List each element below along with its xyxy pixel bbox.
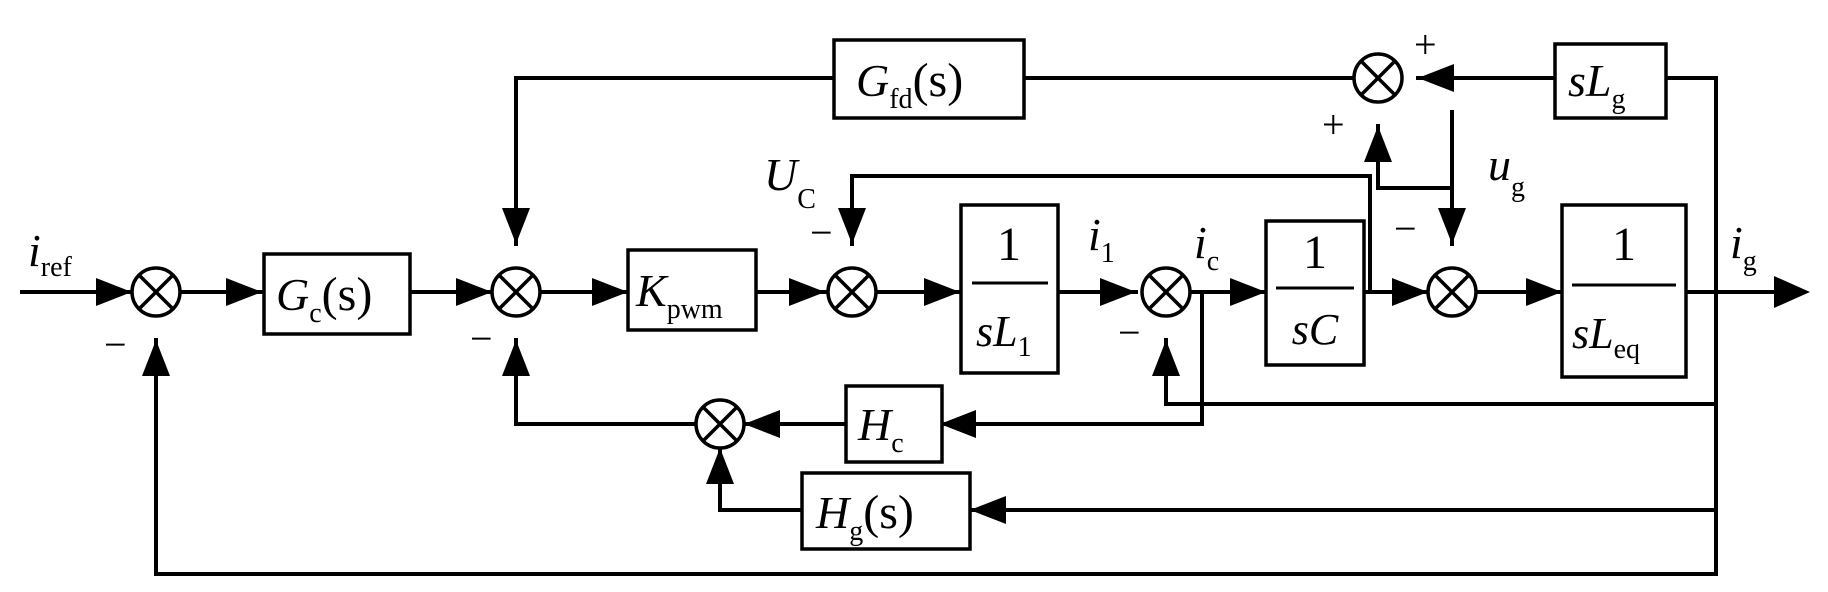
sum-junction-controller [490,266,542,318]
sign-controller-minus: − [470,316,493,361]
sign-grid-minus: − [1394,206,1417,251]
sign-ref-minus: − [104,322,127,367]
svg-text:1: 1 [1303,226,1327,279]
block-inverter-inductor: 1 sL1 [959,203,1060,375]
signal-label-ic: ic [1194,217,1219,277]
sum-junction-current [1140,266,1192,318]
block-hc: Hc [844,384,944,464]
svg-text:sLeq: sLeq [1572,309,1640,365]
block-gc: Gc(s) [262,252,412,336]
svg-text:1: 1 [1612,218,1636,271]
svg-text:Gc(s): Gc(s) [276,268,372,329]
arrowheads [96,64,1810,524]
signal-label-ig: ig [1730,217,1757,277]
sign-ff-plus-top: + [1414,22,1437,67]
sum-junction-uc [826,266,878,318]
sign-current-minus: − [1118,310,1141,355]
svg-text:sL1: sL1 [976,307,1032,363]
svg-text:1: 1 [997,218,1021,271]
svg-text:Hc: Hc [857,399,904,459]
signal-label-uc: UC [764,149,816,215]
sum-junction-ref [130,266,182,318]
block-equivalent-inductor: 1 sLeq [1560,203,1688,379]
sum-junction-grid [1426,266,1478,318]
sum-junction-damping [694,398,746,450]
block-gfd: Gfd(s) [832,38,1026,120]
signal-label-iref: iref [28,225,73,283]
svg-text:Gfd(s): Gfd(s) [856,54,963,115]
signal-label-ug: ug [1488,139,1525,203]
sign-uc-minus: − [810,210,833,255]
svg-text:sC: sC [1292,305,1339,354]
block-kpwm: Kpwm [626,248,758,332]
block-slg: sLg [1553,42,1668,120]
sum-junction-feedforward [1352,52,1404,104]
block-capacitor: 1 sC [1264,219,1366,367]
svg-text:Kpwm: Kpwm [635,265,723,325]
svg-text:sLg: sLg [1568,55,1625,115]
block-hg: Hg(s) [800,471,972,551]
svg-text:Hg(s): Hg(s) [815,486,914,547]
signal-label-i1: i1 [1088,209,1115,269]
sign-ff-plus-left: + [1322,102,1345,147]
